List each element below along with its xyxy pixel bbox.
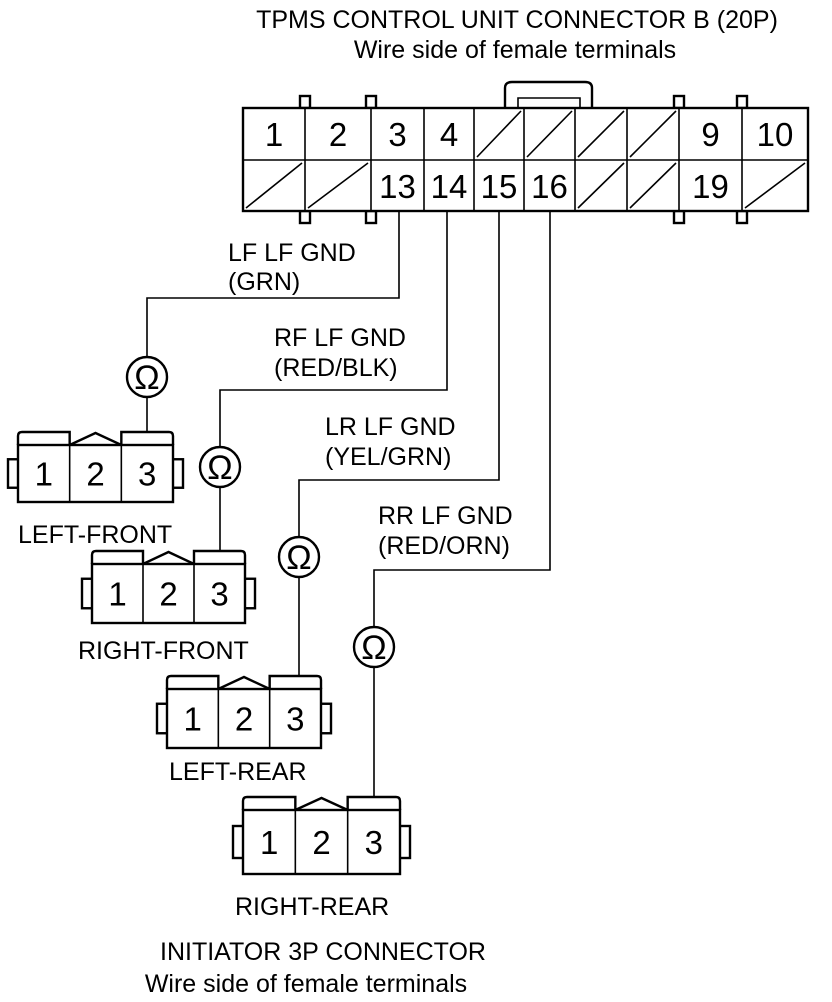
ohm-icon: Ω	[134, 359, 159, 397]
connector-top-outline	[16, 430, 175, 447]
terminal-15: 15	[481, 168, 518, 205]
empty-cavity-mark	[629, 162, 677, 209]
wire-rr-color: (RED/ORN)	[378, 532, 510, 560]
terminal-2: 2	[329, 116, 347, 153]
empty-cavity-mark	[307, 162, 369, 209]
empty-cavity-mark	[577, 162, 625, 209]
connector-top-outline	[165, 674, 323, 691]
initiator-label-left-rear: LEFT-REAR	[169, 758, 307, 786]
initiator-terminal-1: 1	[35, 456, 53, 493]
wire-rf-color: (RED/BLK)	[274, 354, 398, 382]
initiator-label-right-front: RIGHT-FRONT	[78, 637, 249, 665]
initiator-label-right-rear: RIGHT-REAR	[235, 893, 389, 921]
wire-lf-color: (GRN)	[228, 268, 300, 296]
wire-rr-label: RR LF GND	[378, 502, 513, 530]
connector-body	[16, 443, 175, 504]
connector-peg-bottom	[364, 209, 378, 225]
terminal-9: 9	[701, 116, 719, 153]
initiator-terminal-1: 1	[183, 701, 201, 738]
connector-top-outline	[241, 795, 402, 812]
wire-lr-label: LR LF GND	[325, 413, 456, 441]
connector-peg-bottom	[298, 209, 312, 225]
terminal-10: 10	[757, 116, 794, 153]
initiator-terminal-2: 2	[86, 456, 104, 493]
terminal-14: 14	[431, 168, 468, 205]
connector-peg-bottom	[672, 209, 686, 225]
ohm-icon: Ω	[361, 629, 386, 667]
ohmmeters: Ω Ω Ω Ω	[125, 355, 396, 800]
terminal-13: 13	[379, 168, 416, 205]
wire-lr-color: (YEL/GRN)	[325, 443, 451, 471]
connector-peg-top	[364, 94, 378, 110]
empty-cavity-mark	[526, 110, 573, 158]
initiator-terminal-2: 2	[235, 701, 253, 738]
wire-lr-lf-gnd	[298, 211, 500, 537]
initiator-terminal-2: 2	[312, 824, 330, 861]
wires	[146, 211, 551, 627]
connector-top-outline	[90, 549, 247, 566]
terminal-16: 16	[531, 168, 568, 205]
main-connector-title: TPMS CONTROL UNIT CONNECTOR B (20P)	[256, 6, 778, 34]
wire-lf-lf-gnd	[146, 211, 400, 357]
wire-rf-label: RF LF GND	[274, 324, 406, 352]
connector-peg-bottom	[735, 209, 749, 225]
initiator-terminal-3: 3	[210, 576, 228, 613]
connector-peg-top	[735, 94, 749, 110]
connector-body	[241, 808, 402, 876]
main-connector-subtitle: Wire side of female terminals	[354, 36, 676, 64]
terminal-19: 19	[692, 168, 729, 205]
wire-lf-label: LF LF GND	[228, 239, 356, 267]
empty-cavity-mark	[476, 110, 522, 158]
empty-cavity-mark	[577, 110, 625, 158]
footer-title: INITIATOR 3P CONNECTOR	[160, 938, 486, 966]
connector-lock-tab	[503, 80, 594, 108]
footer-subtitle: Wire side of female terminals	[145, 970, 467, 998]
ohm-icon: Ω	[207, 449, 232, 487]
terminal-1: 1	[265, 116, 283, 153]
initiator-terminal-1: 1	[108, 576, 126, 613]
terminal-4: 4	[440, 116, 458, 153]
wire-rr-lf-gnd	[373, 211, 551, 627]
connector-lock-tab-inner	[517, 97, 581, 108]
initiator-terminal-2: 2	[159, 576, 177, 613]
initiator-terminal-3: 3	[365, 824, 383, 861]
initiator-terminal-1: 1	[260, 824, 278, 861]
connector-peg-top	[298, 94, 312, 110]
terminal-3: 3	[388, 116, 406, 153]
ohm-icon: Ω	[286, 539, 311, 577]
empty-cavity-mark	[629, 110, 677, 158]
initiator-label-left-front: LEFT-FRONT	[18, 521, 172, 549]
wire-rf-lf-gnd	[219, 211, 448, 447]
initiator-terminal-3: 3	[138, 456, 156, 493]
empty-cavity-mark	[245, 162, 303, 209]
connector-body	[90, 562, 247, 625]
connector-peg-top	[672, 94, 686, 110]
empty-cavity-mark	[744, 162, 806, 209]
connector-body	[165, 687, 323, 750]
initiator-terminal-3: 3	[286, 701, 304, 738]
